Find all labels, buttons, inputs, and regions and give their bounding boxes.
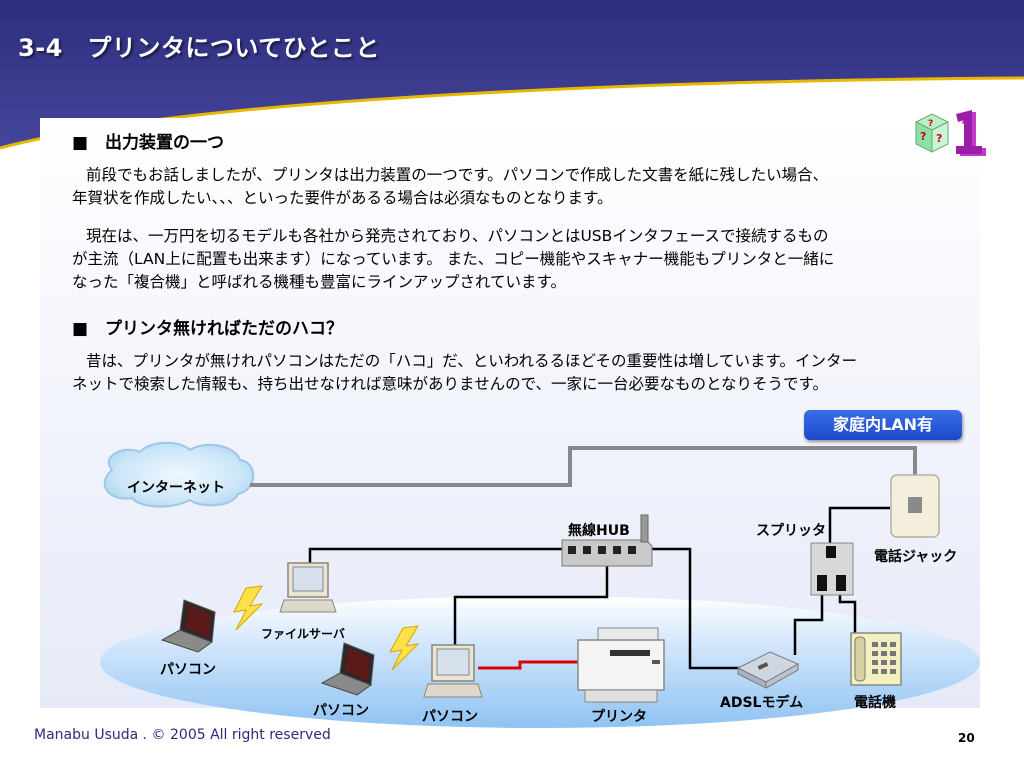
- printer-icon: [577, 627, 665, 703]
- usb-printer-line: [478, 660, 585, 670]
- paragraph-importance: 昔は、プリンタが無けれパソコンはただの「ハコ」だ、といわれるるほどその重要性は増…: [72, 350, 972, 396]
- laptop-middle-icon: [320, 642, 375, 696]
- paragraph-line: 年賀状を作成したい、、、といった要件があるる場合は必須なものとなります。: [72, 189, 613, 207]
- paragraph-line: なった「複合機」と呼ばれる機種も豊富にラインアップされています。: [72, 273, 566, 291]
- internet-cloud-icon: [103, 441, 255, 508]
- printer-label: プリンタ: [591, 709, 647, 725]
- laptop-left-label: パソコン: [160, 662, 216, 678]
- desktop-pc-label: パソコン: [422, 709, 478, 725]
- hub-label: 無線HUB: [568, 523, 630, 539]
- paragraph-line: ネットで検索した情報も、持ち出せなければ意味がありませんので、一家に一台必要なも…: [72, 375, 828, 393]
- jack-to-splitter-line: [828, 506, 890, 545]
- telephone-label: 電話機: [854, 695, 896, 711]
- internet-label: インターネット: [127, 480, 225, 496]
- home-lan-badge: 家庭内LAN有: [804, 410, 962, 440]
- phone-jack-label: 電話ジャック: [874, 549, 958, 565]
- hub-to-pc-line: [453, 561, 609, 648]
- file-server-label: ファイルサーバ: [261, 627, 345, 641]
- question-cube-icon: ? ? ?: [914, 110, 986, 156]
- paragraph-intro: 前段でもお話しましたが、プリンタは出力装置の一つです。パソコンで作成した文書を紙…: [72, 164, 972, 210]
- file-server-computer-icon: [279, 562, 337, 613]
- laptop-middle-label: パソコン: [313, 703, 369, 719]
- svg-text:?: ?: [928, 119, 933, 129]
- svg-text:?: ?: [920, 130, 926, 143]
- splitter-icon: [810, 542, 854, 596]
- svg-text:?: ?: [936, 132, 942, 145]
- desktop-computer-icon: [423, 644, 483, 698]
- telephone-icon: [850, 632, 902, 686]
- internet-line: [250, 446, 917, 487]
- page-title: 3-4 プリンタについてひとこと: [18, 34, 380, 62]
- hub-to-fileserver-line: [308, 547, 603, 565]
- section-heading-output-device: ■ 出力装置の一つ: [72, 133, 225, 153]
- laptop-left-icon: [160, 599, 216, 653]
- page-number: 20: [958, 731, 975, 745]
- paragraph-line: 現在は、一万円を切るモデルも各社から発売されており、パソコンとはUSBインタフェ…: [86, 227, 829, 245]
- splitter-to-phone-line: [838, 592, 857, 635]
- hub-to-modem-line: [642, 547, 740, 670]
- wireless-hub-icon: [561, 514, 653, 567]
- paragraph-current: 現在は、一万円を切るモデルも各社から発売されており、パソコンとはUSBインタフェ…: [72, 225, 972, 294]
- adsl-modem-icon: [736, 651, 800, 689]
- section-heading-printer-box: ■ プリンタ無ければただのハコ？: [72, 319, 344, 339]
- splitter-label: スプリッタ: [756, 523, 826, 539]
- splitter-to-modem-line: [793, 592, 824, 655]
- adsl-modem-label: ADSLモデム: [720, 695, 804, 711]
- phone-jack-icon: [890, 474, 940, 538]
- paragraph-line: 昔は、プリンタが無けれパソコンはただの「ハコ」だ、といわれるるほどその重要性は増…: [86, 352, 857, 370]
- wireless-signal-middle-icon: [389, 625, 420, 671]
- paragraph-line: 前段でもお話しましたが、プリンタは出力装置の一つです。パソコンで作成した文書を紙…: [86, 166, 829, 184]
- footer-copyright: Manabu Usuda . © 2005 All right reserved: [34, 727, 331, 743]
- wireless-signal-left-icon: [233, 585, 264, 631]
- paragraph-line: が主流（LAN上に配置も出来ます）になっています。 また、コピー機能やスキャナー…: [72, 250, 835, 268]
